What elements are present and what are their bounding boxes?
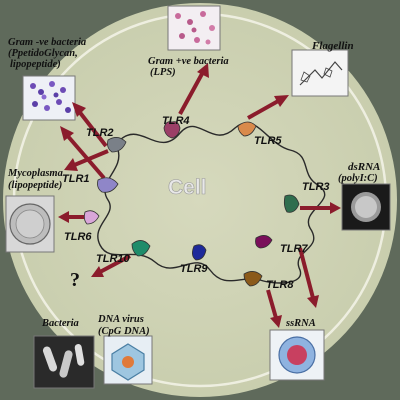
bacteria-label: Bacteria	[41, 318, 79, 329]
arrow-tlr8-to-ssrna	[266, 289, 282, 328]
tlr4-receptor	[163, 121, 181, 139]
dna-virus-label-line2: (CpG DNA)	[98, 326, 150, 337]
tlr9-receptor	[192, 244, 207, 261]
outer-disc	[3, 3, 397, 397]
tlr2-receptor	[107, 137, 127, 153]
mycoplasma-image	[5, 195, 55, 253]
tlr2-label: TLR2	[86, 127, 114, 139]
gram-positive-bacteria-image	[167, 5, 221, 51]
arrow-tlr1-to-gram-negative	[60, 126, 106, 180]
gram-positive-label-line1: Gram +ve bacteria	[148, 56, 229, 67]
arrow-tlr10-to-unknown	[91, 254, 131, 277]
arrow-tlr6-to-mycoplasma	[58, 211, 86, 223]
ssrna-image	[269, 329, 325, 381]
arrow-tlr3-to-dsrna	[300, 202, 341, 214]
gram-negative-label-line3: lipopeptide)	[10, 59, 61, 70]
arrow-tlr2-to-gram-negative	[72, 102, 108, 148]
tlr3-label: TLR3	[302, 181, 330, 193]
mycoplasma-label-line1: Mycoplasma	[7, 168, 63, 179]
tlr1-label: TLR1	[62, 173, 90, 185]
gram-positive-label-line2: (LPS)	[150, 67, 176, 78]
tlr3-receptor	[283, 194, 300, 213]
tlr5-label: TLR5	[254, 135, 282, 147]
dsrna-image	[341, 183, 391, 231]
flagellin-label: Flagellin	[311, 40, 354, 52]
arrow-tlr5-to-flagellin	[247, 95, 289, 120]
tlr4-label: TLR4	[162, 115, 190, 127]
tlr6-label: TLR6	[64, 231, 92, 243]
tlr7-label: TLR7	[280, 243, 308, 255]
tlr9-label: TLR9	[180, 263, 208, 275]
dna-virus-label-line1: DNA virus	[97, 314, 144, 325]
gram-negative-bacteria-image	[22, 75, 76, 121]
tlr7-receptor	[255, 235, 273, 249]
bacteria-image	[33, 335, 95, 389]
dsrna-label-line1: dsRNA	[348, 161, 380, 173]
cell-membrane	[97, 122, 326, 284]
tlr8-label: TLR8	[266, 279, 294, 291]
dna-virus-image	[103, 335, 153, 385]
ssrna-label: ssRNA	[285, 318, 316, 329]
mycoplasma-label-line2: (lipopeptide)	[8, 180, 62, 191]
tlr10-label: TLR10	[96, 253, 131, 265]
gram-negative-label-line2: (PpetidoGlycan,	[8, 48, 78, 59]
gram-negative-label-line1: Gram -ve bacteria	[8, 37, 86, 48]
arrow-tlr2-to-mycoplasma	[64, 149, 109, 171]
tlr1-receptor	[97, 177, 119, 193]
tlr8-receptor	[243, 271, 263, 287]
tlr5-receptor	[237, 121, 257, 137]
arrow-tlr4-to-gram-positive	[178, 63, 209, 115]
dsrna-label-line2: (polyI:C)	[338, 173, 378, 184]
tlr6-receptor	[83, 210, 100, 225]
flagellin-image	[291, 49, 349, 97]
arrow-tlr7-to-ssrna	[298, 247, 319, 308]
unknown-ligand-mark: ?	[70, 269, 80, 291]
tlr10-receptor	[131, 240, 151, 257]
cell-label: Cell	[168, 176, 207, 199]
